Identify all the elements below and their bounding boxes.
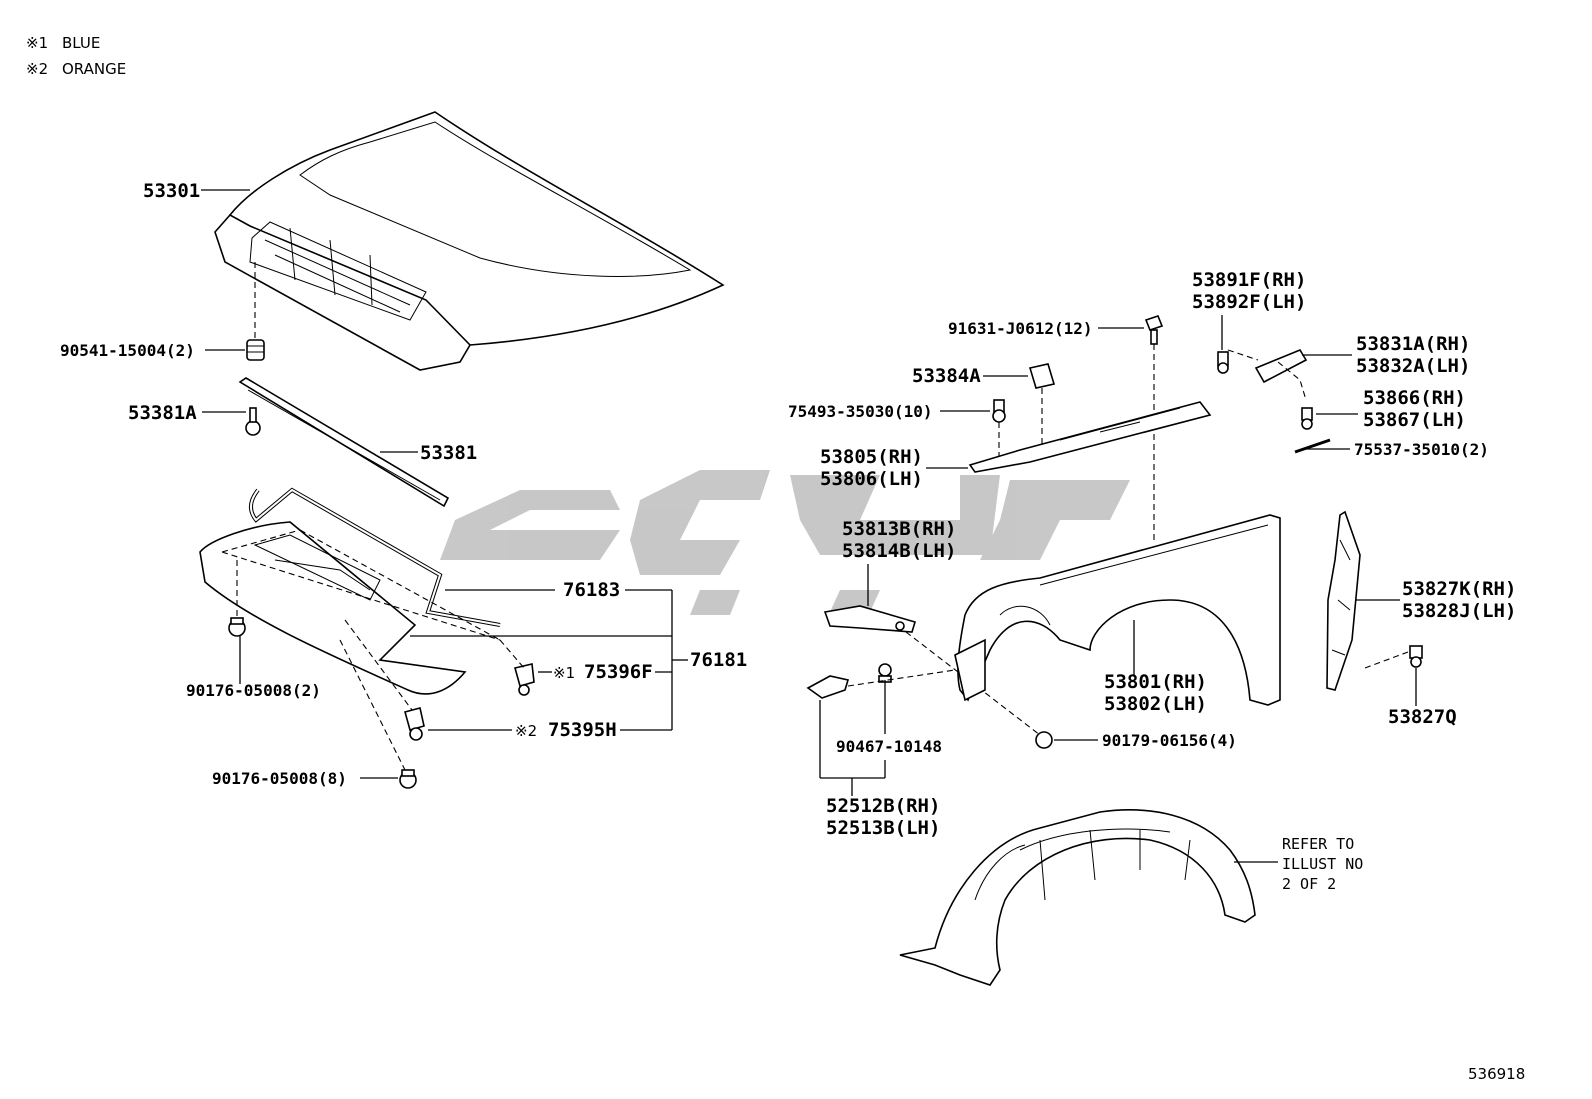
label-52513B: 52513B(LH) bbox=[826, 817, 940, 839]
label-53384A: 53384A bbox=[912, 365, 981, 387]
dash-90176-b bbox=[339, 639, 406, 771]
clip-75395H bbox=[404, 707, 425, 741]
front-fender-53801 bbox=[954, 514, 1281, 706]
clip-53866 bbox=[1301, 407, 1313, 430]
label-76183: 76183 bbox=[563, 579, 620, 601]
label-53827Q: 53827Q bbox=[1388, 706, 1457, 728]
bolt-91631 bbox=[1144, 315, 1164, 345]
label-75396F: 75396F bbox=[584, 661, 653, 683]
label-90176-b: 90176-05008(8) bbox=[212, 769, 347, 788]
hood-cushion-90541 bbox=[246, 339, 265, 361]
label-53866: 53866(RH) bbox=[1363, 387, 1466, 409]
dash-75396F bbox=[499, 639, 525, 669]
label-75537: 75537-35010(2) bbox=[1354, 440, 1489, 459]
fender-shield-53827K bbox=[1326, 510, 1361, 691]
label-53802: 53802(LH) bbox=[1104, 693, 1207, 715]
label-53381: 53381 bbox=[420, 442, 477, 464]
label-75493: 75493-35030(10) bbox=[788, 402, 933, 421]
label-90467: 90467-10148 bbox=[836, 737, 942, 756]
label-53301: 53301 bbox=[143, 180, 200, 202]
fender-seal-53805 bbox=[968, 401, 1212, 473]
label-53828J: 53828J(LH) bbox=[1402, 600, 1516, 622]
strip-75537 bbox=[1294, 438, 1331, 454]
label-75395H-mark: ※2 bbox=[515, 722, 537, 740]
clip-53827Q bbox=[1409, 645, 1423, 668]
dash-75395H bbox=[344, 619, 413, 711]
clip-75493 bbox=[992, 399, 1006, 423]
legend: ※1 BLUE ※2 ORANGE bbox=[26, 34, 126, 78]
clip-90176-a bbox=[228, 617, 246, 637]
bracket-53831A bbox=[1254, 348, 1308, 384]
bracket-53813B bbox=[823, 605, 916, 633]
dash-53827Q bbox=[1364, 651, 1409, 669]
label-53813B: 53813B(RH) bbox=[842, 518, 956, 540]
dash-90467 bbox=[847, 669, 956, 687]
dash-53831A bbox=[1227, 349, 1307, 401]
label-53867: 53867(LH) bbox=[1363, 409, 1466, 431]
watermark-logo bbox=[440, 470, 1130, 615]
label-90179: 90179-06156(4) bbox=[1102, 731, 1237, 750]
clip-75396F bbox=[514, 663, 535, 696]
label-53891F: 53891F(RH) bbox=[1192, 269, 1306, 291]
label-53831A: 53831A(RH) bbox=[1356, 333, 1470, 355]
label-90176-a: 90176-05008(2) bbox=[186, 681, 321, 700]
label-75396F-mark: ※1 bbox=[553, 664, 575, 682]
legend-mark-1: ※1 bbox=[26, 34, 48, 52]
label-53801: 53801(RH) bbox=[1104, 671, 1207, 693]
refer-note-line3: 2 OF 2 bbox=[1282, 875, 1336, 893]
clip-90179 bbox=[1035, 731, 1053, 749]
cushion-53384A bbox=[1028, 363, 1056, 389]
refer-note-line1: REFER TO bbox=[1282, 835, 1354, 853]
protector-wire-76183 bbox=[249, 487, 501, 627]
legend-text-1: BLUE bbox=[62, 34, 100, 52]
label-53892F: 53892F(LH) bbox=[1192, 291, 1306, 313]
label-53381A: 53381A bbox=[128, 402, 197, 424]
hood-seal-53381 bbox=[238, 377, 450, 508]
clip-90467 bbox=[878, 663, 892, 683]
plate-52512B bbox=[806, 675, 850, 699]
legend-text-2: ORANGE bbox=[62, 60, 126, 78]
label-53832A: 53832A(LH) bbox=[1356, 355, 1470, 377]
label-53806: 53806(LH) bbox=[820, 468, 923, 490]
refer-note-line2: ILLUST NO bbox=[1282, 855, 1363, 873]
hood-53301 bbox=[214, 111, 725, 371]
label-76181: 76181 bbox=[690, 649, 747, 671]
clip-53381A bbox=[245, 407, 261, 436]
clip-53891F bbox=[1217, 351, 1229, 374]
legend-mark-2: ※2 bbox=[26, 60, 48, 78]
hood-protector-76181 bbox=[199, 521, 501, 695]
clip-90176-b bbox=[399, 769, 417, 789]
label-90541: 90541-15004(2) bbox=[60, 341, 195, 360]
label-53805: 53805(RH) bbox=[820, 446, 923, 468]
fender-liner bbox=[899, 809, 1256, 986]
label-91631: 91631-J0612(12) bbox=[948, 319, 1093, 338]
illustration-number: 536918 bbox=[1468, 1065, 1525, 1083]
label-53827K: 53827K(RH) bbox=[1402, 578, 1516, 600]
label-52512B: 52512B(RH) bbox=[826, 795, 940, 817]
label-53814B: 53814B(LH) bbox=[842, 540, 956, 562]
label-75395H: 75395H bbox=[548, 719, 617, 741]
